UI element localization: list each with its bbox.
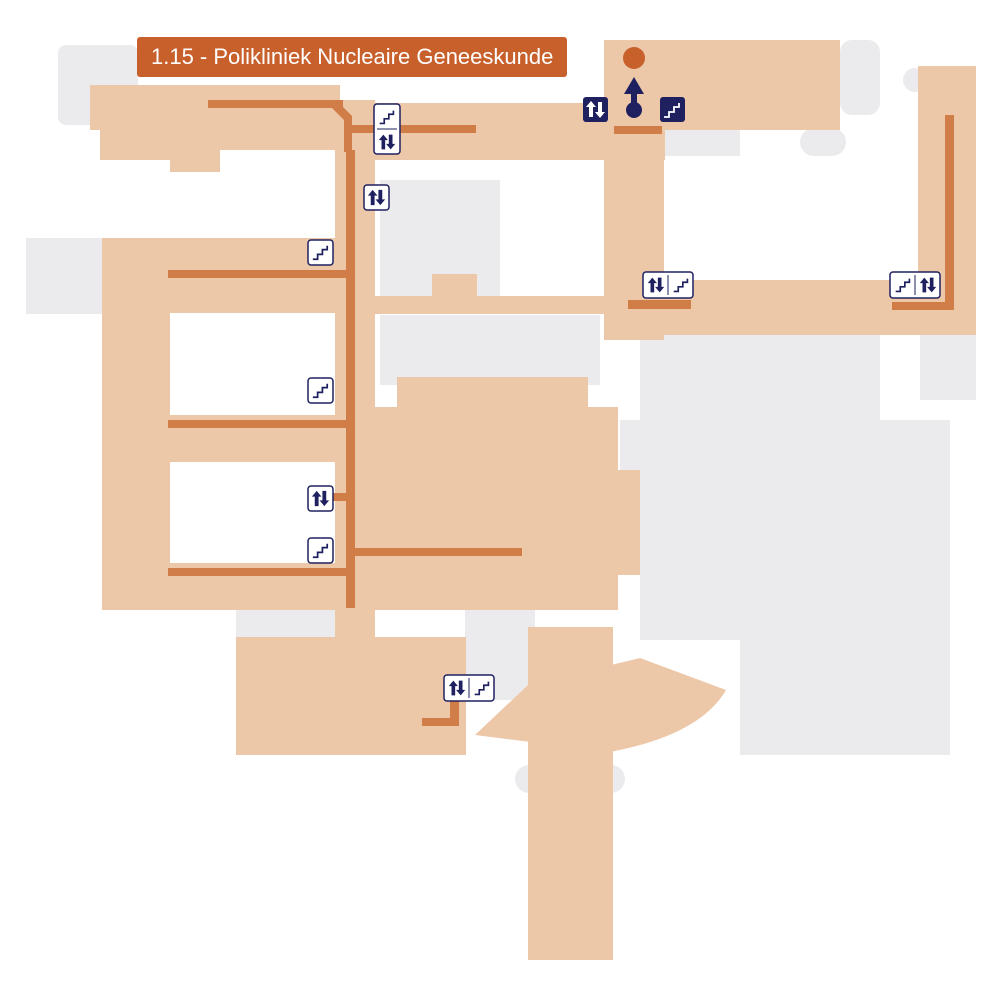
stairs-elevator-icon xyxy=(642,271,694,299)
elevator-icon xyxy=(583,97,608,122)
elevator-icon xyxy=(307,485,334,512)
stairs-icon xyxy=(307,537,334,564)
stairs-elevator-icon xyxy=(443,674,495,702)
elevator-icon xyxy=(363,184,390,211)
stairs-elevator-icon xyxy=(889,271,941,299)
stairs-elevator-icon xyxy=(373,103,401,155)
stairs-elevator-icons xyxy=(373,103,941,702)
stairs-icon xyxy=(660,97,685,122)
destination-label: 1.15 - Polikliniek Nucleaire Geneeskunde xyxy=(137,37,568,77)
corridor-routes xyxy=(168,100,954,726)
stairs-icon xyxy=(307,239,334,266)
stairs-icons xyxy=(307,97,685,564)
elevator-icons xyxy=(307,97,608,512)
stairs-icon xyxy=(307,377,334,404)
destination-marker xyxy=(623,47,645,69)
you-are-here-marker xyxy=(624,77,644,118)
